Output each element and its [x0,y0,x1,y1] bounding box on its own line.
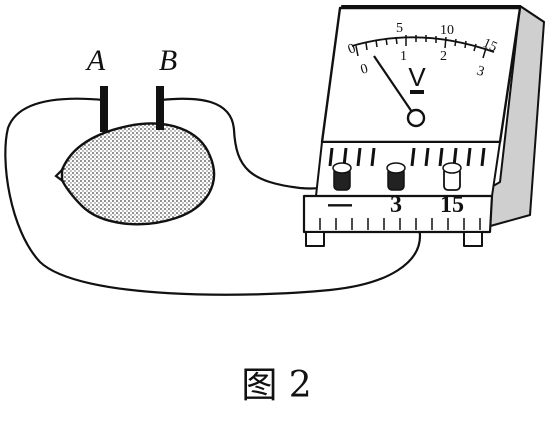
lemon [54,122,216,226]
terminal-3v [386,162,406,191]
wire-a-to-3v [4,97,422,296]
voltmeter-unit-symbol: V [408,62,426,92]
upper-scale-label-10: 10 [440,23,454,38]
voltmeter-scale-ticks [355,35,487,59]
voltmeter-v-underline [410,90,424,94]
terminal-15v [442,162,462,191]
terminal-3v-label: 3 [390,192,402,218]
lower-scale-label-1: 1 [400,49,407,64]
voltmeter-scale-arc [351,36,495,53]
figure-caption: 图 2 [241,365,312,406]
voltmeter-base-ticks [319,218,481,230]
lemon-tip [54,167,65,183]
upper-scale-label-15: 15 [480,36,499,55]
voltmeter-leg-right [463,231,483,247]
voltmeter-leg-left [305,231,325,247]
voltmeter-base-front [302,194,494,234]
lower-scale-label-0: 0 [359,61,370,77]
terminal-negative [332,162,352,191]
voltmeter [302,5,545,247]
terminal-15v-label: 15 [440,192,464,218]
electrode-b-label: B [159,44,177,77]
voltmeter-needle [373,55,413,113]
voltmeter-pivot [406,108,426,128]
terminal-negative-label: — [328,191,352,218]
lemon-body [60,122,216,226]
lower-scale-label-2: 2 [440,49,447,64]
electrode-b: B [156,44,177,130]
upper-scale-label-5: 5 [396,21,403,36]
electrode-a: A [85,44,108,132]
electrode-a-label: A [85,44,106,77]
lower-scale-label-3: 3 [475,64,486,80]
